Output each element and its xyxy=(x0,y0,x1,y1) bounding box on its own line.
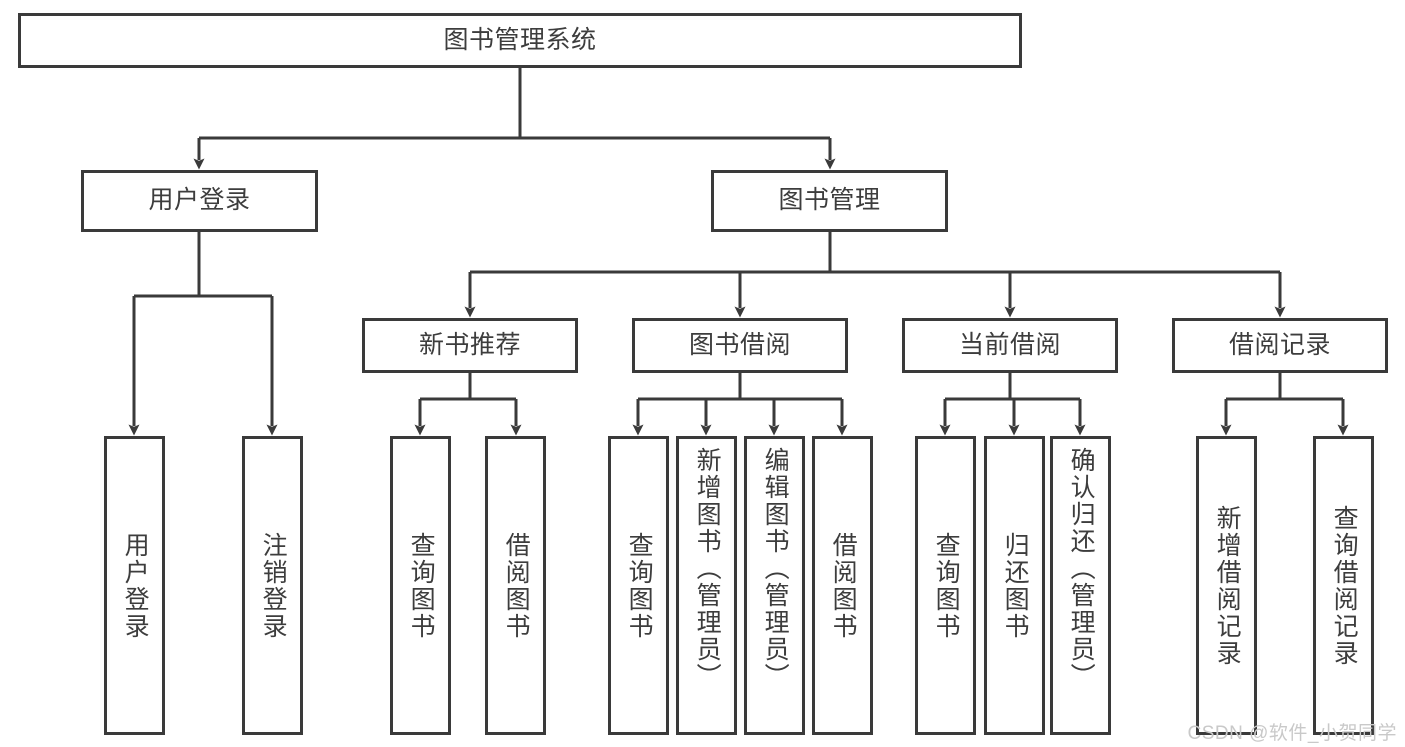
node-label: 查询图书 xyxy=(932,531,961,640)
node-leaf-return-books[interactable]: 归还图书 xyxy=(984,436,1045,735)
node-label: 注销登录 xyxy=(259,531,288,640)
node-current-borrowing[interactable]: 当前借阅 xyxy=(902,318,1118,373)
node-label: 用户登录 xyxy=(148,186,251,215)
node-leaf-user-login[interactable]: 用户登录 xyxy=(104,436,165,735)
node-label: 新增借阅记录 xyxy=(1213,504,1242,667)
node-label: 新书推荐 xyxy=(418,330,521,359)
node-root-book-management-system[interactable]: 图书管理系统 xyxy=(18,13,1022,68)
node-label: 查询图书 xyxy=(625,531,654,640)
node-leaf-add-borrow-record[interactable]: 新增借阅记录 xyxy=(1196,436,1257,735)
node-label: 查询图书 xyxy=(407,531,436,640)
node-book-borrowing[interactable]: 图书借阅 xyxy=(632,318,848,373)
node-leaf-borrow-books[interactable]: 借阅图书 xyxy=(812,436,873,735)
node-leaf-edit-book-admin[interactable]: 编辑图书（管理员） xyxy=(744,436,805,735)
node-label: 借阅图书 xyxy=(502,531,531,640)
node-book-management[interactable]: 图书管理 xyxy=(711,170,948,232)
node-new-book-recommendation[interactable]: 新书推荐 xyxy=(362,318,578,373)
node-label: 借阅图书 xyxy=(829,531,858,640)
node-user-login[interactable]: 用户登录 xyxy=(81,170,318,232)
node-label: 编辑图书（管理员） xyxy=(761,447,790,690)
node-leaf-add-book-admin[interactable]: 新增图书（管理员） xyxy=(676,436,737,735)
node-label: 图书管理 xyxy=(778,186,881,215)
node-leaf-query-books-recommend[interactable]: 查询图书 xyxy=(390,436,451,735)
node-label: 查询借阅记录 xyxy=(1330,504,1359,667)
node-label: 图书管理系统 xyxy=(443,25,597,54)
node-leaf-confirm-return-admin[interactable]: 确认归还（管理员） xyxy=(1050,436,1111,735)
node-leaf-query-borrow-record[interactable]: 查询借阅记录 xyxy=(1313,436,1374,735)
node-label: 归还图书 xyxy=(1001,531,1030,640)
node-label: 借阅记录 xyxy=(1228,330,1331,359)
node-borrowing-records[interactable]: 借阅记录 xyxy=(1172,318,1388,373)
node-leaf-borrow-books-recommend[interactable]: 借阅图书 xyxy=(485,436,546,735)
node-label: 用户登录 xyxy=(121,531,150,640)
node-label: 新增图书（管理员） xyxy=(693,447,722,690)
node-label: 当前借阅 xyxy=(958,330,1061,359)
node-leaf-logout[interactable]: 注销登录 xyxy=(242,436,303,735)
node-label: 确认归还（管理员） xyxy=(1067,447,1096,690)
node-label: 图书借阅 xyxy=(688,330,791,359)
node-leaf-query-books-current[interactable]: 查询图书 xyxy=(915,436,976,735)
node-leaf-query-books-borrow[interactable]: 查询图书 xyxy=(608,436,669,735)
